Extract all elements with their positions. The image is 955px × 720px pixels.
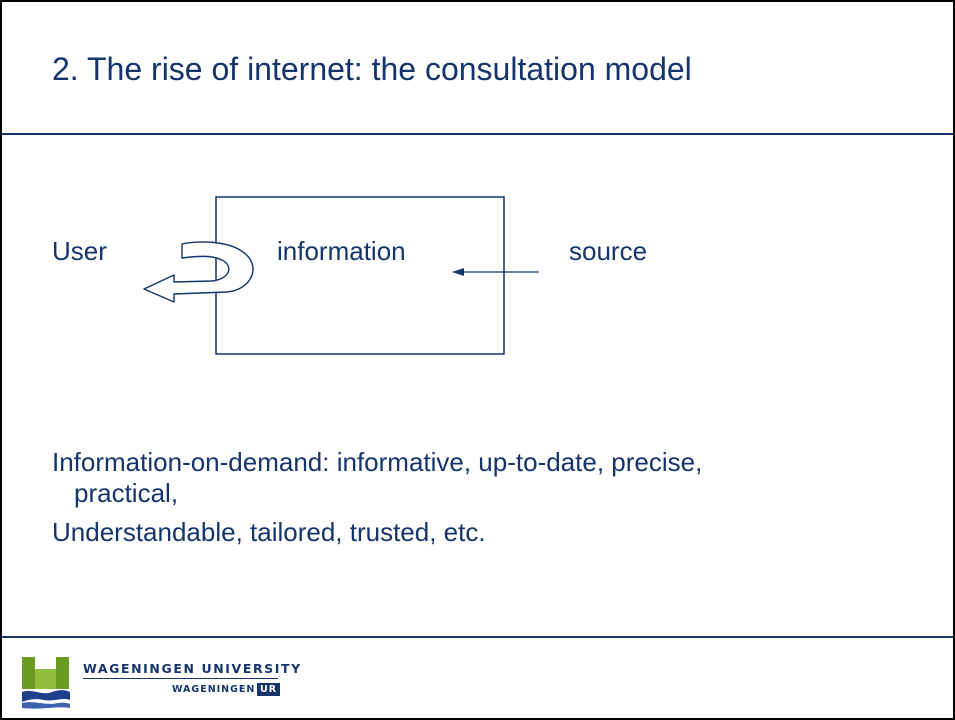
body-line-1: Information-on-demand: informative, up-t…: [52, 447, 703, 477]
body-text: Information-on-demand: informative, up-t…: [52, 447, 702, 548]
ur-badge: UR: [257, 683, 281, 696]
information-label: information: [277, 236, 406, 266]
body-line-3: Understandable, tailored, trusted, etc.: [52, 517, 486, 547]
university-underline: [83, 678, 278, 679]
user-label: User: [52, 236, 107, 266]
slide-title: 2. The rise of internet: the consultatio…: [52, 51, 692, 87]
body-line-2: practical,: [74, 478, 179, 508]
source-arrow-head: [452, 268, 464, 276]
curved-return-arrow: [143, 241, 254, 303]
university-name: WAGENINGEN UNIVERSITY: [83, 661, 302, 676]
source-label: source: [569, 236, 648, 266]
university-subname: WAGENINGEN: [172, 684, 256, 695]
title-divider: [2, 133, 953, 135]
wageningen-logo-icon: [22, 657, 70, 709]
footer: WAGENINGEN UNIVERSITY WAGENINGEN UR: [2, 638, 953, 718]
information-box: [215, 196, 505, 355]
consultation-diagram: [143, 196, 539, 355]
footer-divider: [2, 636, 953, 638]
